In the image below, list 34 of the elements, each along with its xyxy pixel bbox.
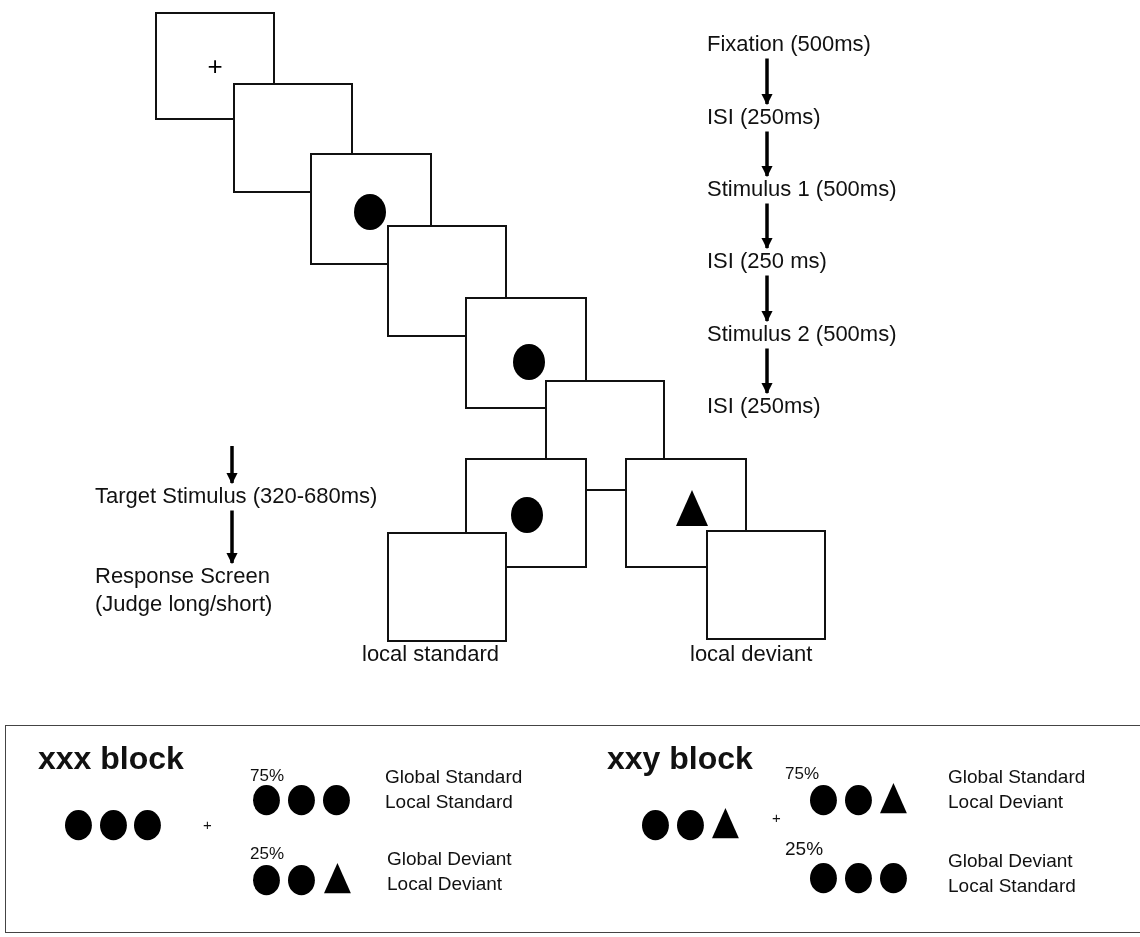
- screen-box: [465, 297, 587, 409]
- fixation-cross: +: [207, 50, 223, 82]
- step-label: Target Stimulus (320-680ms): [95, 482, 378, 510]
- percent-label: 25%: [785, 837, 824, 861]
- arrow: [761, 58, 773, 106]
- step-label: Stimulus 2 (500ms): [707, 320, 897, 348]
- plus-sign: +: [203, 815, 212, 835]
- condition-label: local standard: [362, 640, 499, 668]
- arrow: [761, 203, 773, 250]
- percent-label: 75%: [250, 765, 285, 787]
- step-label: ISI (250ms): [707, 392, 821, 420]
- condition-description: Global Standard Local Deviant: [948, 765, 1087, 814]
- percent-label: 75%: [785, 763, 820, 785]
- screen-box: [706, 530, 826, 640]
- step-label: Response Screen (Judge long/short): [95, 562, 335, 617]
- condition-description: Global Deviant Local Deviant: [387, 847, 513, 896]
- arrow: [226, 510, 238, 565]
- condition-label: local deviant: [690, 640, 813, 668]
- step-label: Fixation (500ms): [707, 30, 871, 58]
- percent-label: 25%: [250, 843, 285, 865]
- step-label: Stimulus 1 (500ms): [707, 175, 897, 203]
- arrow: [226, 446, 238, 485]
- condition-description: Global Standard Local Standard: [385, 765, 524, 814]
- condition-description: Global Deviant Local Standard: [948, 849, 1077, 898]
- block-title: xxy block: [607, 739, 753, 778]
- block-title: xxx block: [38, 739, 184, 778]
- step-label: ISI (250 ms): [707, 247, 827, 275]
- arrow: [761, 348, 773, 395]
- arrow: [761, 275, 773, 323]
- screen-box: [387, 532, 507, 642]
- arrow: [761, 131, 773, 178]
- screen-box: [545, 380, 665, 458]
- plus-sign: +: [772, 808, 781, 828]
- step-label: ISI (250ms): [707, 103, 821, 131]
